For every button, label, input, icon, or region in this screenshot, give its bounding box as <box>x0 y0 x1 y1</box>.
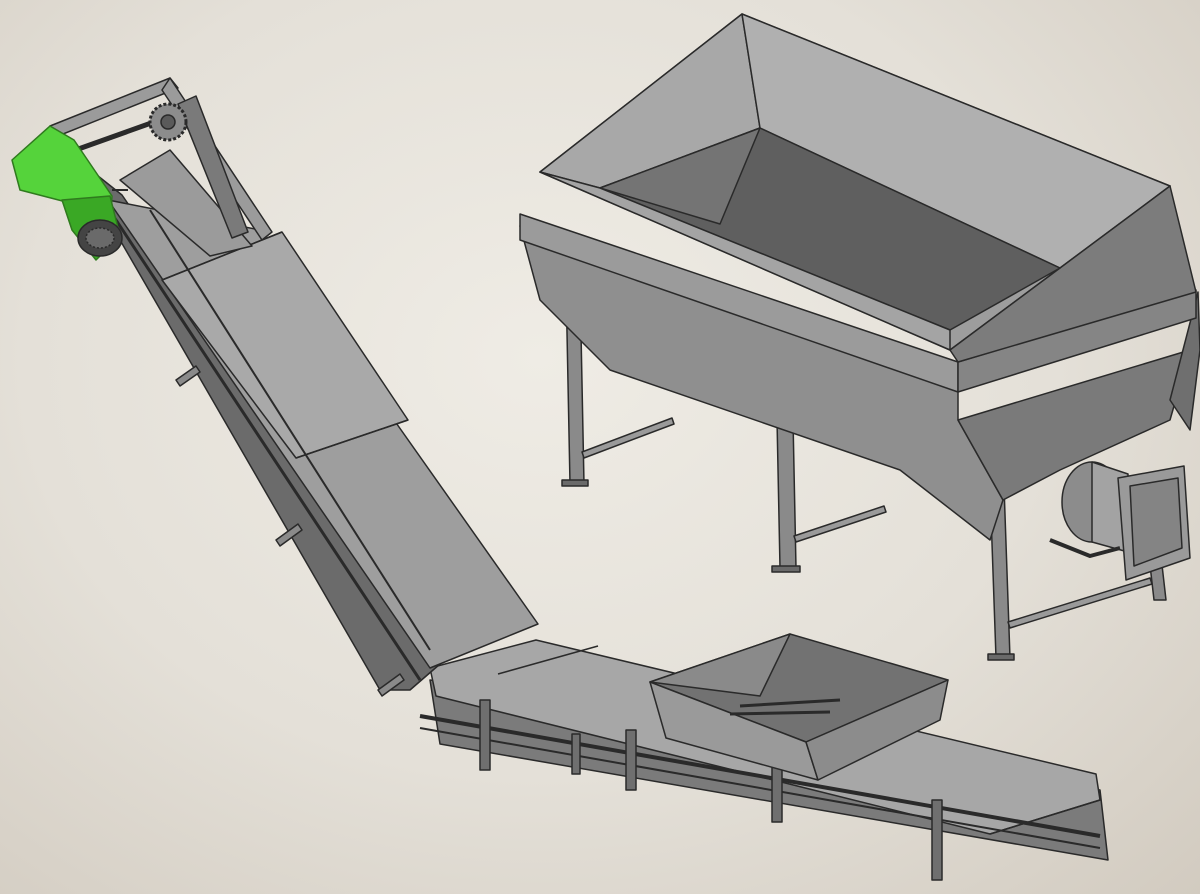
feed-bin-right <box>805 679 949 781</box>
feed-hopper-bin <box>649 633 949 781</box>
hopper-front-lip <box>539 171 951 351</box>
feed-bin-slope-left <box>649 633 791 697</box>
hopper-cone-panel <box>957 349 1191 501</box>
conveyor-supports <box>479 699 943 881</box>
hopper-right-end <box>1169 291 1200 431</box>
hopper-legs <box>561 281 1167 661</box>
conveyor-head-frame <box>49 77 273 257</box>
drive-sprocket <box>148 102 188 142</box>
storage-hopper-tank <box>519 13 1200 661</box>
hopper-outlet-pipe <box>1049 461 1191 581</box>
hopper-upper-right <box>949 185 1197 363</box>
inclined-chain-conveyor <box>11 77 1109 881</box>
conveyor-guide-rail <box>419 714 1101 838</box>
hopper-inner-slope <box>599 127 761 225</box>
gear-motor <box>11 125 128 261</box>
